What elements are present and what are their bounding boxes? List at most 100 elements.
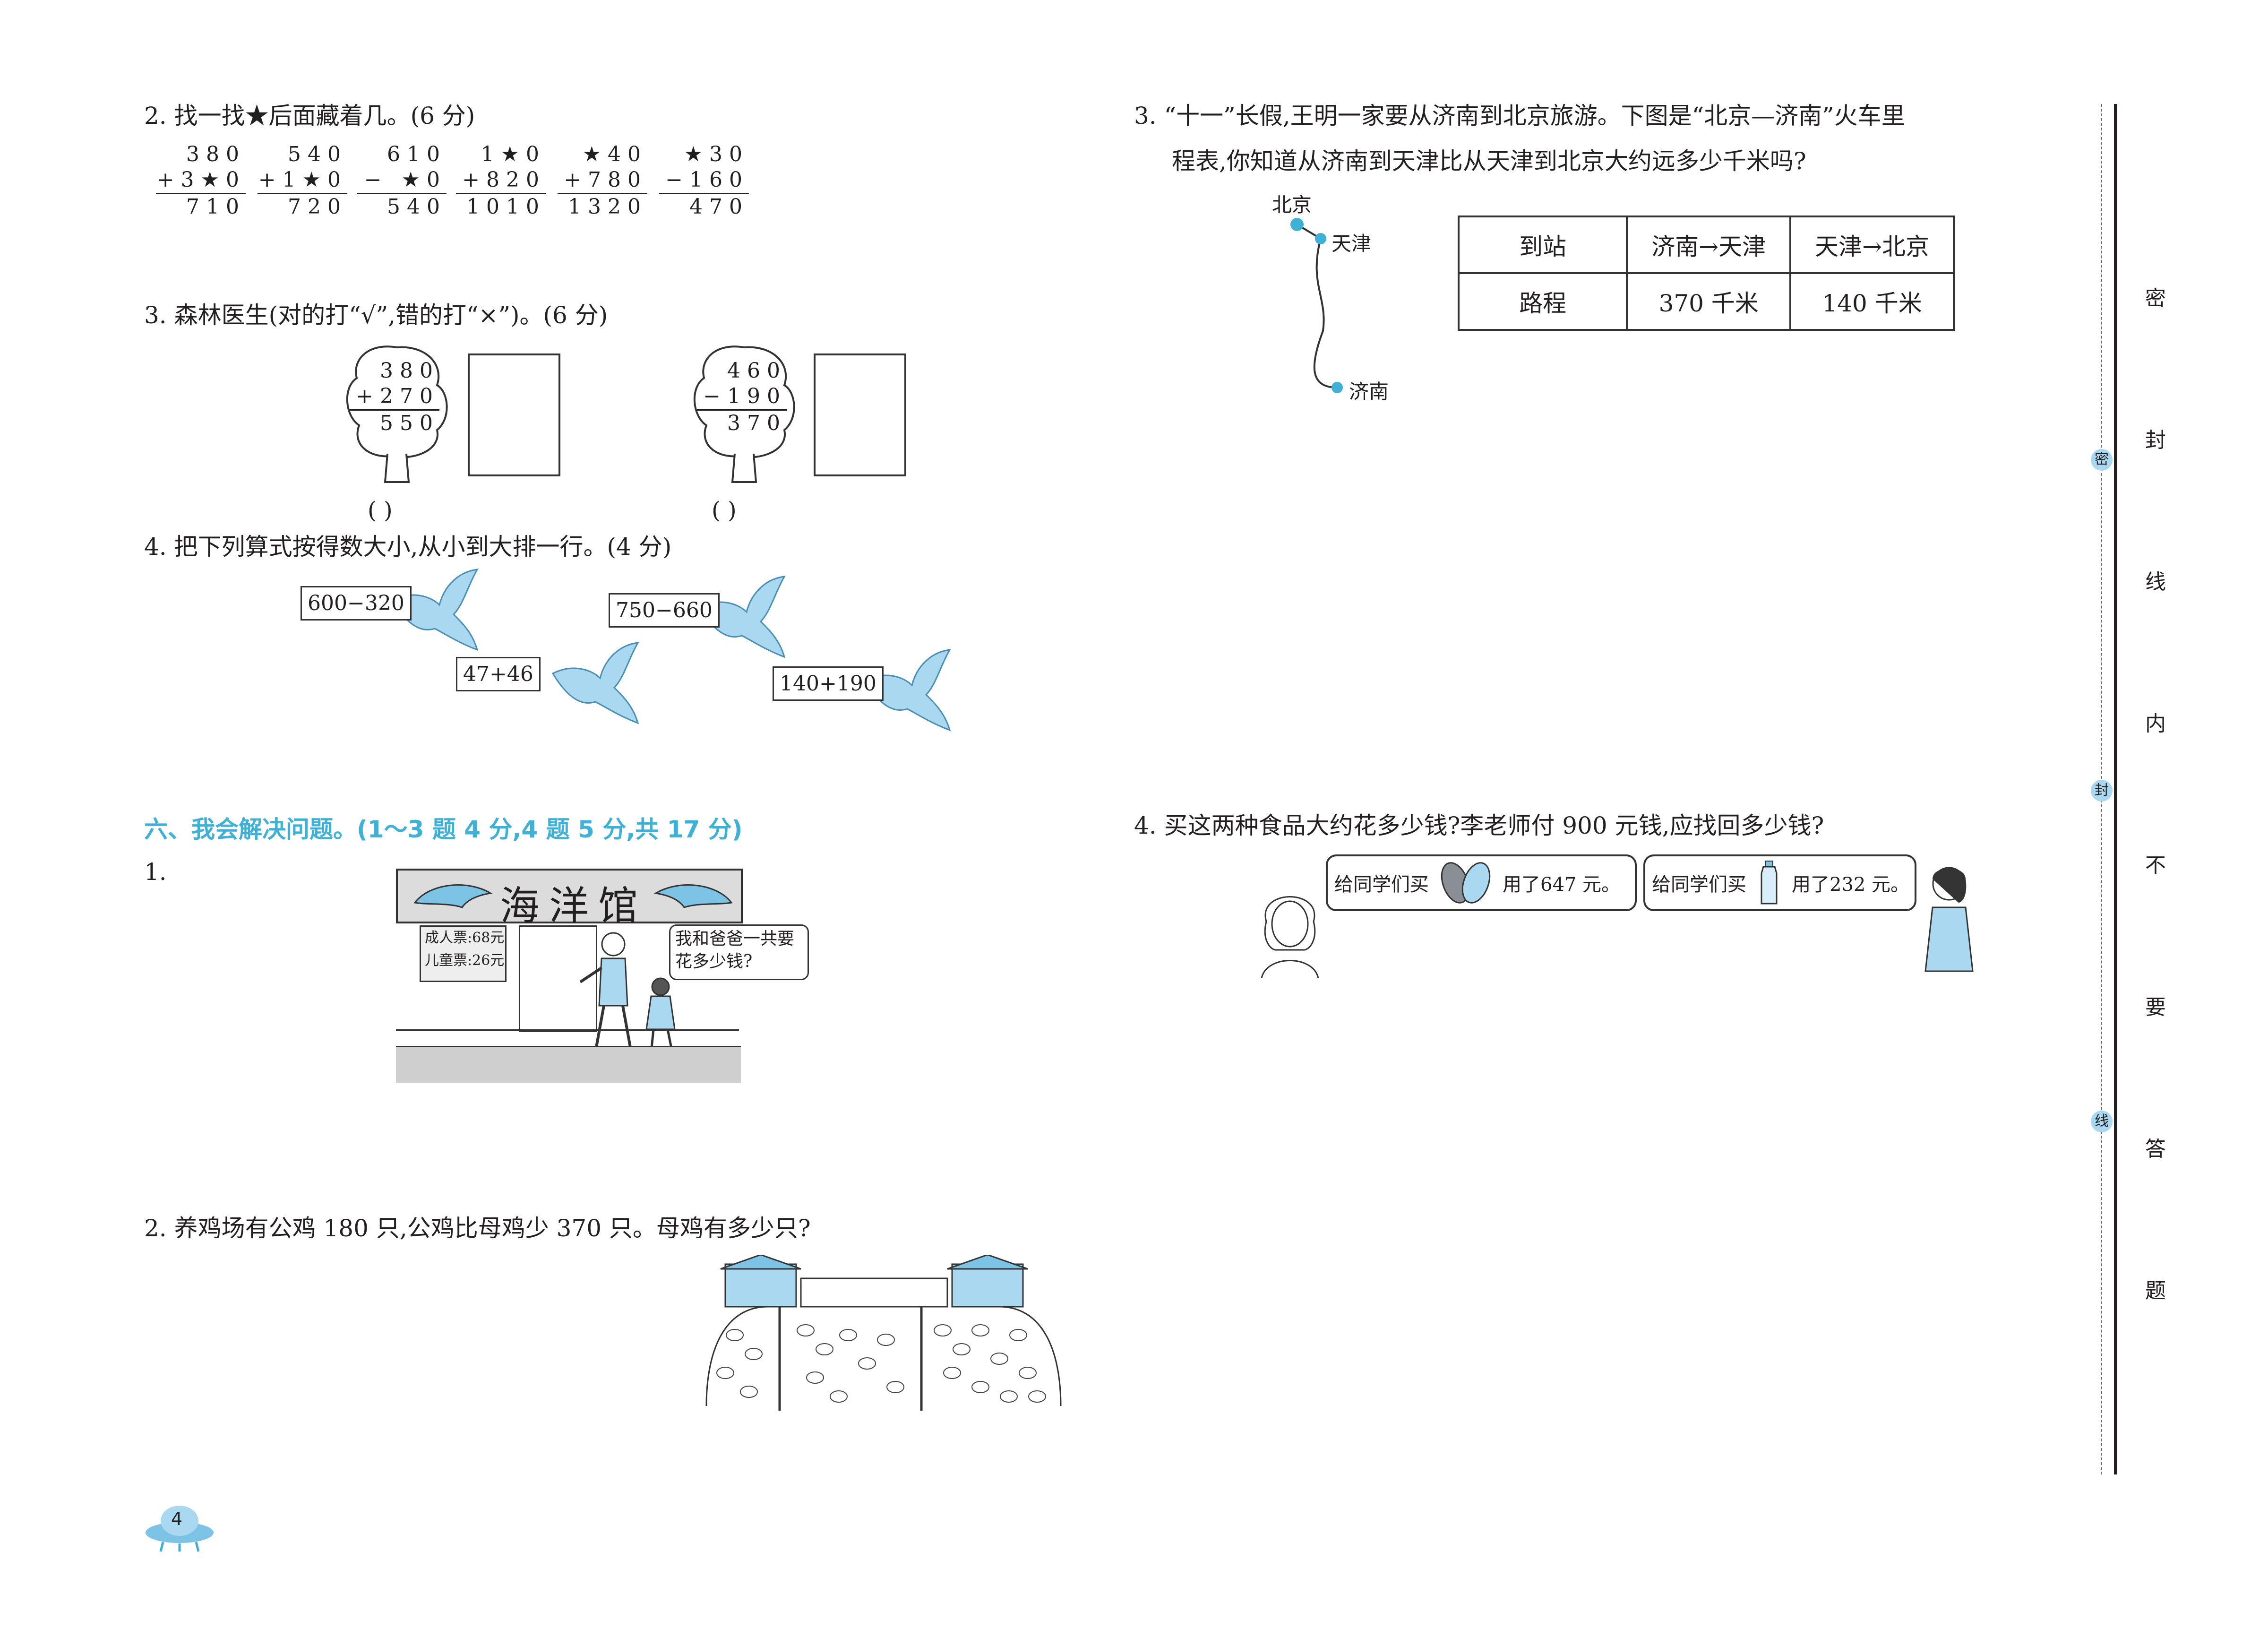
child-ticket-price: 儿童票:26元 — [425, 952, 505, 969]
tree-1-answer-box[interactable] — [468, 353, 560, 476]
r-q3-line1: 3. “十一”长假,王明一家要从济南到北京旅游。下图是“北京—济南”火车里 — [1134, 102, 1905, 129]
price-board: 成人票:68元 儿童票:26元 — [420, 925, 507, 982]
bubble-2-cost: 用了232 元。 — [1792, 874, 1910, 896]
q2-second-number: +820 — [462, 168, 546, 192]
table-cell: 路程 — [1457, 272, 1628, 331]
seal-char: 题 — [2145, 1279, 2166, 1303]
bird-4 — [863, 649, 951, 732]
seal-char: 线 — [2145, 570, 2166, 594]
tree-1-a: 380 — [380, 359, 439, 383]
q2-second-number: +3★0 — [156, 168, 246, 192]
q2-top-number: 540 — [288, 142, 347, 166]
q2-top-number: 1★0 — [481, 142, 546, 166]
speech-bubble-1: 给同学们买 用了647 元。 — [1326, 854, 1637, 911]
table-cell: 140 千米 — [1789, 272, 1955, 331]
tree-2-answer-box[interactable] — [814, 353, 906, 476]
seal-char: 密 — [2145, 286, 2166, 310]
ground-line — [396, 1029, 739, 1031]
water-bottle-icon — [1761, 861, 1778, 905]
seal-char: 封 — [2145, 428, 2166, 452]
tree-1-drawing — [346, 345, 448, 483]
q2-title: 2. 找一找★后面藏着几。(6 分) — [144, 102, 475, 129]
map-label-tianjin: 天津 — [1332, 232, 1372, 255]
tree-1-b: +270 — [356, 384, 439, 408]
bubble-2-text: 给同学们买 — [1652, 874, 1746, 896]
seal-mark: 线 — [2091, 1111, 2113, 1132]
ocean-museum-scene: 海洋馆 成人票:68元 儿童票:26元 我和爸爸一共要花多少钱? — [396, 869, 809, 1083]
section-6-title: 六、我会解决问题。(1～3 题 4 分,4 题 5 分,共 17 分) — [144, 816, 743, 843]
tree-2-a: 460 — [727, 359, 787, 383]
table-cell: 到站 — [1457, 216, 1628, 274]
teacher-right-figure — [1924, 867, 1974, 972]
q2-result: 540 — [357, 193, 447, 220]
q2-result: 470 — [659, 193, 749, 220]
map-label-beijing: 北京 — [1272, 193, 1312, 216]
sidewalk — [396, 1046, 741, 1083]
seal-char: 内 — [2145, 712, 2166, 736]
table-header-row: 到站 济南→天津 天津→北京 — [1457, 216, 1955, 274]
bubble-1-cost: 用了647 元。 — [1503, 874, 1621, 896]
tree-1-paren[interactable]: ( ) — [368, 497, 393, 524]
table-cell: 济南→天津 — [1626, 216, 1792, 274]
q2-top-number: 380 — [186, 142, 246, 166]
distance-table: 到站 济南→天津 天津→北京 路程 370 千米 140 千米 — [1457, 216, 1955, 331]
q2-result: 710 — [156, 193, 246, 220]
route-map — [1290, 218, 1343, 393]
tree-1-result: 550 — [350, 409, 439, 436]
seal-solid-line — [2114, 104, 2117, 1474]
q3-title: 3. 森林医生(对的打“√”,错的打“×”)。(6 分) — [144, 302, 608, 329]
adult-ticket-price: 成人票:68元 — [425, 930, 505, 946]
bird-2 — [698, 576, 786, 658]
bird-1 — [391, 569, 479, 651]
r-q4-title: 4. 买这两种食品大约花多少钱?李老师付 900 元钱,应找回多少钱? — [1134, 812, 1824, 839]
q2-second-number: +780 — [564, 168, 647, 192]
tree-2-calc: 460 −190 370 — [697, 358, 787, 436]
bird-3 — [551, 642, 639, 724]
chicken-farm-illustration — [705, 1255, 1062, 1411]
q2-result: 1320 — [558, 193, 647, 220]
q2-result: 720 — [258, 193, 347, 220]
q2-top-number: ★30 — [684, 142, 749, 166]
tree-2-result: 370 — [697, 409, 787, 436]
dolphin-left-icon — [413, 884, 493, 908]
r-q3-line2: 程表,你知道从济南到天津比从天津到北京大约远多少千米吗? — [1172, 147, 1806, 175]
seal-mark: 封 — [2091, 780, 2113, 802]
table-row: 路程 370 千米 140 千米 — [1457, 272, 1955, 331]
father-child-figures — [580, 932, 676, 1058]
s6-p2-title: 2. 养鸡场有公鸡 180 只,公鸡比母鸡少 370 只。母鸡有多少只? — [144, 1215, 811, 1242]
expr-box-1: 600−320 — [301, 586, 412, 621]
seal-char: 不 — [2145, 853, 2166, 878]
bubble-1-text: 给同学们买 — [1334, 874, 1429, 896]
expr-box-4: 140+190 — [773, 666, 884, 701]
tree-2-b: −190 — [703, 384, 787, 408]
seal-mark: 密 — [2091, 449, 2113, 471]
tree-2-paren[interactable]: ( ) — [712, 497, 737, 524]
tree-2-drawing — [694, 345, 795, 483]
teacher-left-figure — [1261, 896, 1319, 978]
q2-top-number: 610 — [387, 142, 447, 166]
ticket-window — [519, 925, 597, 1032]
slipper-snack-icon — [1441, 862, 1491, 904]
table-cell: 天津→北京 — [1789, 216, 1955, 274]
q4-title: 4. 把下列算式按得数大小,从小到大排一行。(4 分) — [144, 533, 672, 560]
map-label-jinan: 济南 — [1349, 380, 1389, 403]
page-number-badge — [146, 1506, 214, 1552]
speech-bubble-2: 给同学们买 用了232 元。 — [1643, 854, 1916, 911]
expr-box-2: 750−660 — [609, 593, 720, 628]
seal-char: 要 — [2145, 995, 2166, 1019]
q2-second-number: −160 — [665, 168, 749, 192]
s6-p1-number: 1. — [144, 858, 167, 886]
expr-box-3: 47+46 — [456, 657, 541, 691]
q2-second-number: − ★0 — [364, 168, 447, 192]
page-number: 4 — [171, 1509, 183, 1529]
q2-top-number: ★40 — [582, 142, 647, 166]
speech-bubble: 我和爸爸一共要花多少钱? — [669, 924, 809, 980]
q2-second-number: +1★0 — [258, 168, 347, 192]
dolphin-right-icon — [653, 884, 733, 908]
